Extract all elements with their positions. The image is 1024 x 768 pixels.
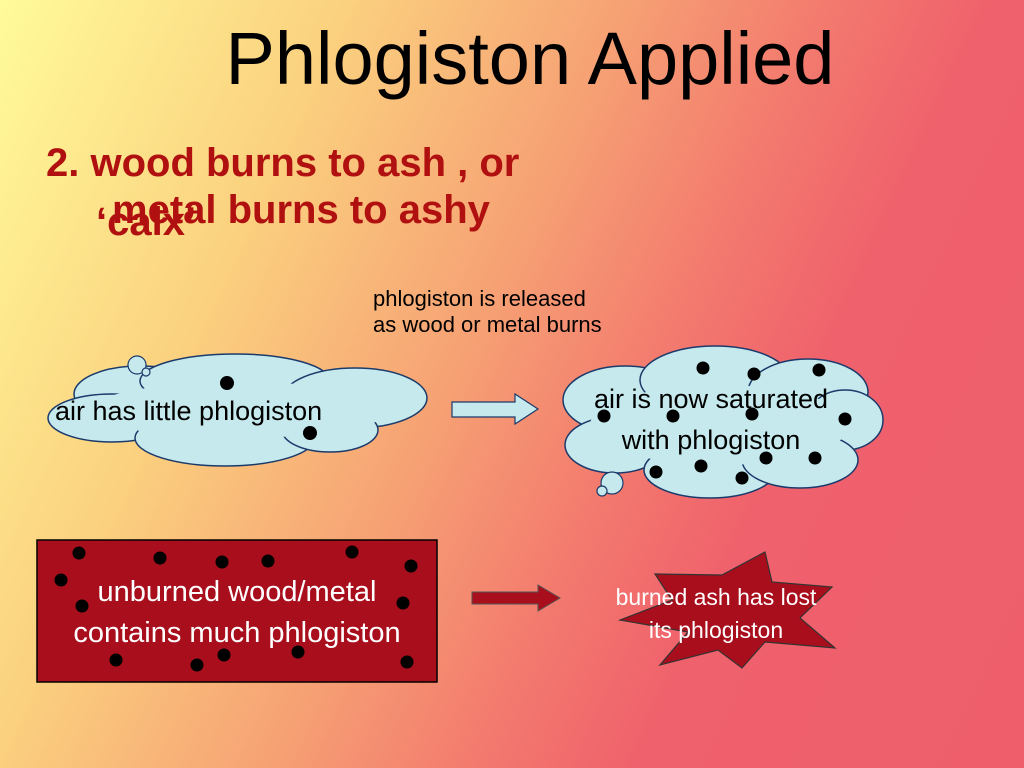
release-caption-line-1: phlogiston is released — [373, 286, 586, 311]
burst-shape — [617, 551, 837, 669]
cloud-left-puffs — [127, 355, 151, 377]
cloud-left-dots — [220, 376, 317, 440]
box-label-line-1: unburned wood/metal — [97, 576, 377, 608]
point-calx-overlap: ‘calx’ — [96, 200, 197, 244]
arrow-to-saturated — [451, 392, 540, 426]
box-dots — [54, 545, 418, 672]
slide-title: Phlogiston Applied — [225, 17, 835, 100]
cloud-right — [562, 345, 884, 499]
wood-metal-box — [36, 539, 438, 683]
burst-label-line-2: its phlogiston — [648, 617, 784, 643]
arrow-to-ash — [471, 584, 561, 612]
point-line-2: metal burns to ashy — [112, 188, 490, 232]
cloud-left-label: air has little phlogiston — [55, 396, 323, 426]
burst-label-line-1: burned ash has lost — [615, 584, 817, 610]
point-line-1: 2. wood burns to ash , or — [46, 141, 520, 185]
cloud-left — [47, 353, 428, 467]
cloud-right-label-line-2: with phlogiston — [621, 425, 801, 455]
release-caption-line-2: as wood or metal burns — [373, 312, 602, 337]
cloud-right-dots — [597, 361, 852, 485]
box-label-line-2: contains much phlogiston — [73, 617, 401, 649]
cloud-right-puffs — [596, 471, 624, 497]
cloud-right-label-line-1: air is now saturated — [593, 384, 829, 414]
